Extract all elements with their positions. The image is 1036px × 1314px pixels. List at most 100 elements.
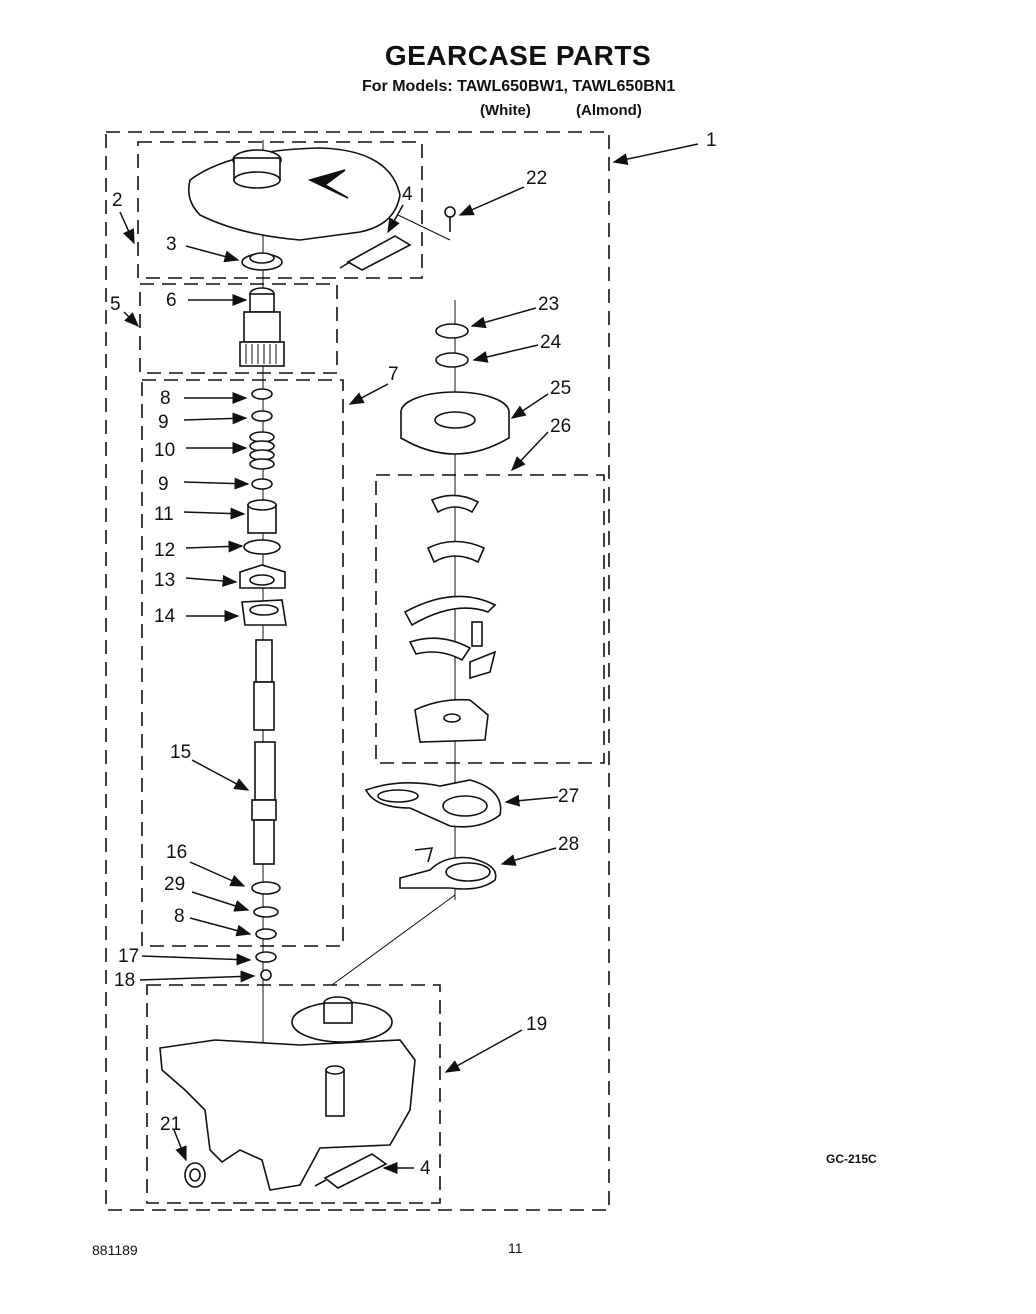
callout-9-bottom: 9 [158,474,169,495]
callout-21: 21 [160,1114,181,1135]
callout-7: 7 [388,364,399,385]
connector-line [331,894,456,986]
leader-28 [500,847,557,866]
leader-26 [510,431,549,472]
callout-5: 5 [110,294,121,315]
washer-lower [251,478,273,490]
callout-6: 6 [166,290,177,311]
leader-1 [612,143,699,166]
callout-19: 19 [526,1014,547,1035]
variant-white: (White) [480,102,531,119]
callout-2: 2 [112,190,123,211]
grease-tube-top [339,235,412,271]
segment-gear-arm [364,779,502,828]
callout-15: 15 [170,742,191,763]
leader-23 [470,307,537,329]
callout-17: 17 [118,946,139,967]
callout-23: 23 [538,294,559,315]
callout-1: 1 [706,130,717,151]
callout-4-top: 4 [402,184,413,205]
shift-cam-middle [426,540,486,564]
bearing [241,252,283,271]
leader-21 [173,1129,187,1162]
callout-29: 29 [164,874,185,895]
leader-29 [191,891,250,912]
callout-13: 13 [154,570,175,591]
variant-almond: (Almond) [576,102,642,119]
callout-10: 10 [154,440,175,461]
callout-18: 18 [114,970,135,991]
grease-tube-bottom [314,1153,388,1189]
page-title: GEARCASE PARTS [384,40,652,71]
washer [251,410,273,422]
leader-7 [348,383,389,405]
callout-14: 14 [154,606,176,627]
retaining-ring-lower [255,928,277,940]
callout-24: 24 [540,332,562,353]
spring [249,431,275,470]
clutch-gear [247,499,277,534]
callout-9-top: 9 [158,412,169,433]
spring-plate [399,847,497,890]
shift-plate [414,698,489,743]
leader-13 [185,574,238,587]
leader-4-top [387,204,404,234]
gearcase-assembly-box [105,131,610,1211]
callout-8-top: 8 [160,388,171,409]
pinion-assembly [239,287,285,367]
dog-clutch [239,564,286,589]
thrust-washer [251,881,281,895]
leader-19 [444,1029,523,1073]
gearcase-cover [187,147,401,241]
o-ring [243,539,281,555]
leader-22 [458,186,525,216]
callout-27: 27 [558,786,579,807]
leader-9-top [183,412,248,425]
drawing-code: GC-215C [826,1152,877,1166]
document-number: 881189 [92,1242,138,1258]
gearcase-base [159,996,416,1191]
callout-16: 16 [166,842,187,863]
shift-cam-upper [430,494,480,514]
cover-assembly-box [137,141,423,279]
callout-26: 26 [550,416,571,437]
leader-5 [123,311,140,328]
models-line: For Models: TAWL650BW1, TAWL650BN1 [362,78,676,95]
leader-25 [510,393,549,419]
leader-27 [504,794,559,807]
agitator-shaft [251,639,277,865]
bearing-lower [255,951,277,963]
leader-16 [189,861,246,887]
leader-9-bottom [183,477,250,490]
leader-11 [183,507,246,520]
washer-24 [435,352,469,368]
page-number: 11 [508,1240,523,1256]
callout-25: 25 [550,378,571,399]
drive-gear [400,391,510,455]
callout-12: 12 [154,540,175,561]
washer-23 [435,323,469,339]
screw-axis-line [397,214,451,241]
ball [260,969,272,981]
callout-22: 22 [526,168,547,189]
leader-18 [139,970,256,983]
callout-28: 28 [558,834,579,855]
shift-assembly-box [375,474,605,764]
screw [444,206,456,232]
leader-12 [185,540,244,553]
callout-3: 3 [166,234,177,255]
spacer [253,906,279,918]
leader-15 [191,759,250,791]
agitator-shaft-assembly-box [141,379,344,947]
callout-11: 11 [154,504,174,525]
leader-8-bottom [189,917,252,937]
shift-fork-upper [241,599,287,626]
callout-4-bottom: 4 [420,1158,431,1179]
leader-2 [119,211,135,245]
callout-8-bottom: 8 [174,906,185,927]
leader-24 [472,344,539,363]
pinion-assembly-box [139,283,338,374]
leader-17 [141,953,252,966]
shift-lever [403,595,497,680]
seal [184,1162,206,1188]
